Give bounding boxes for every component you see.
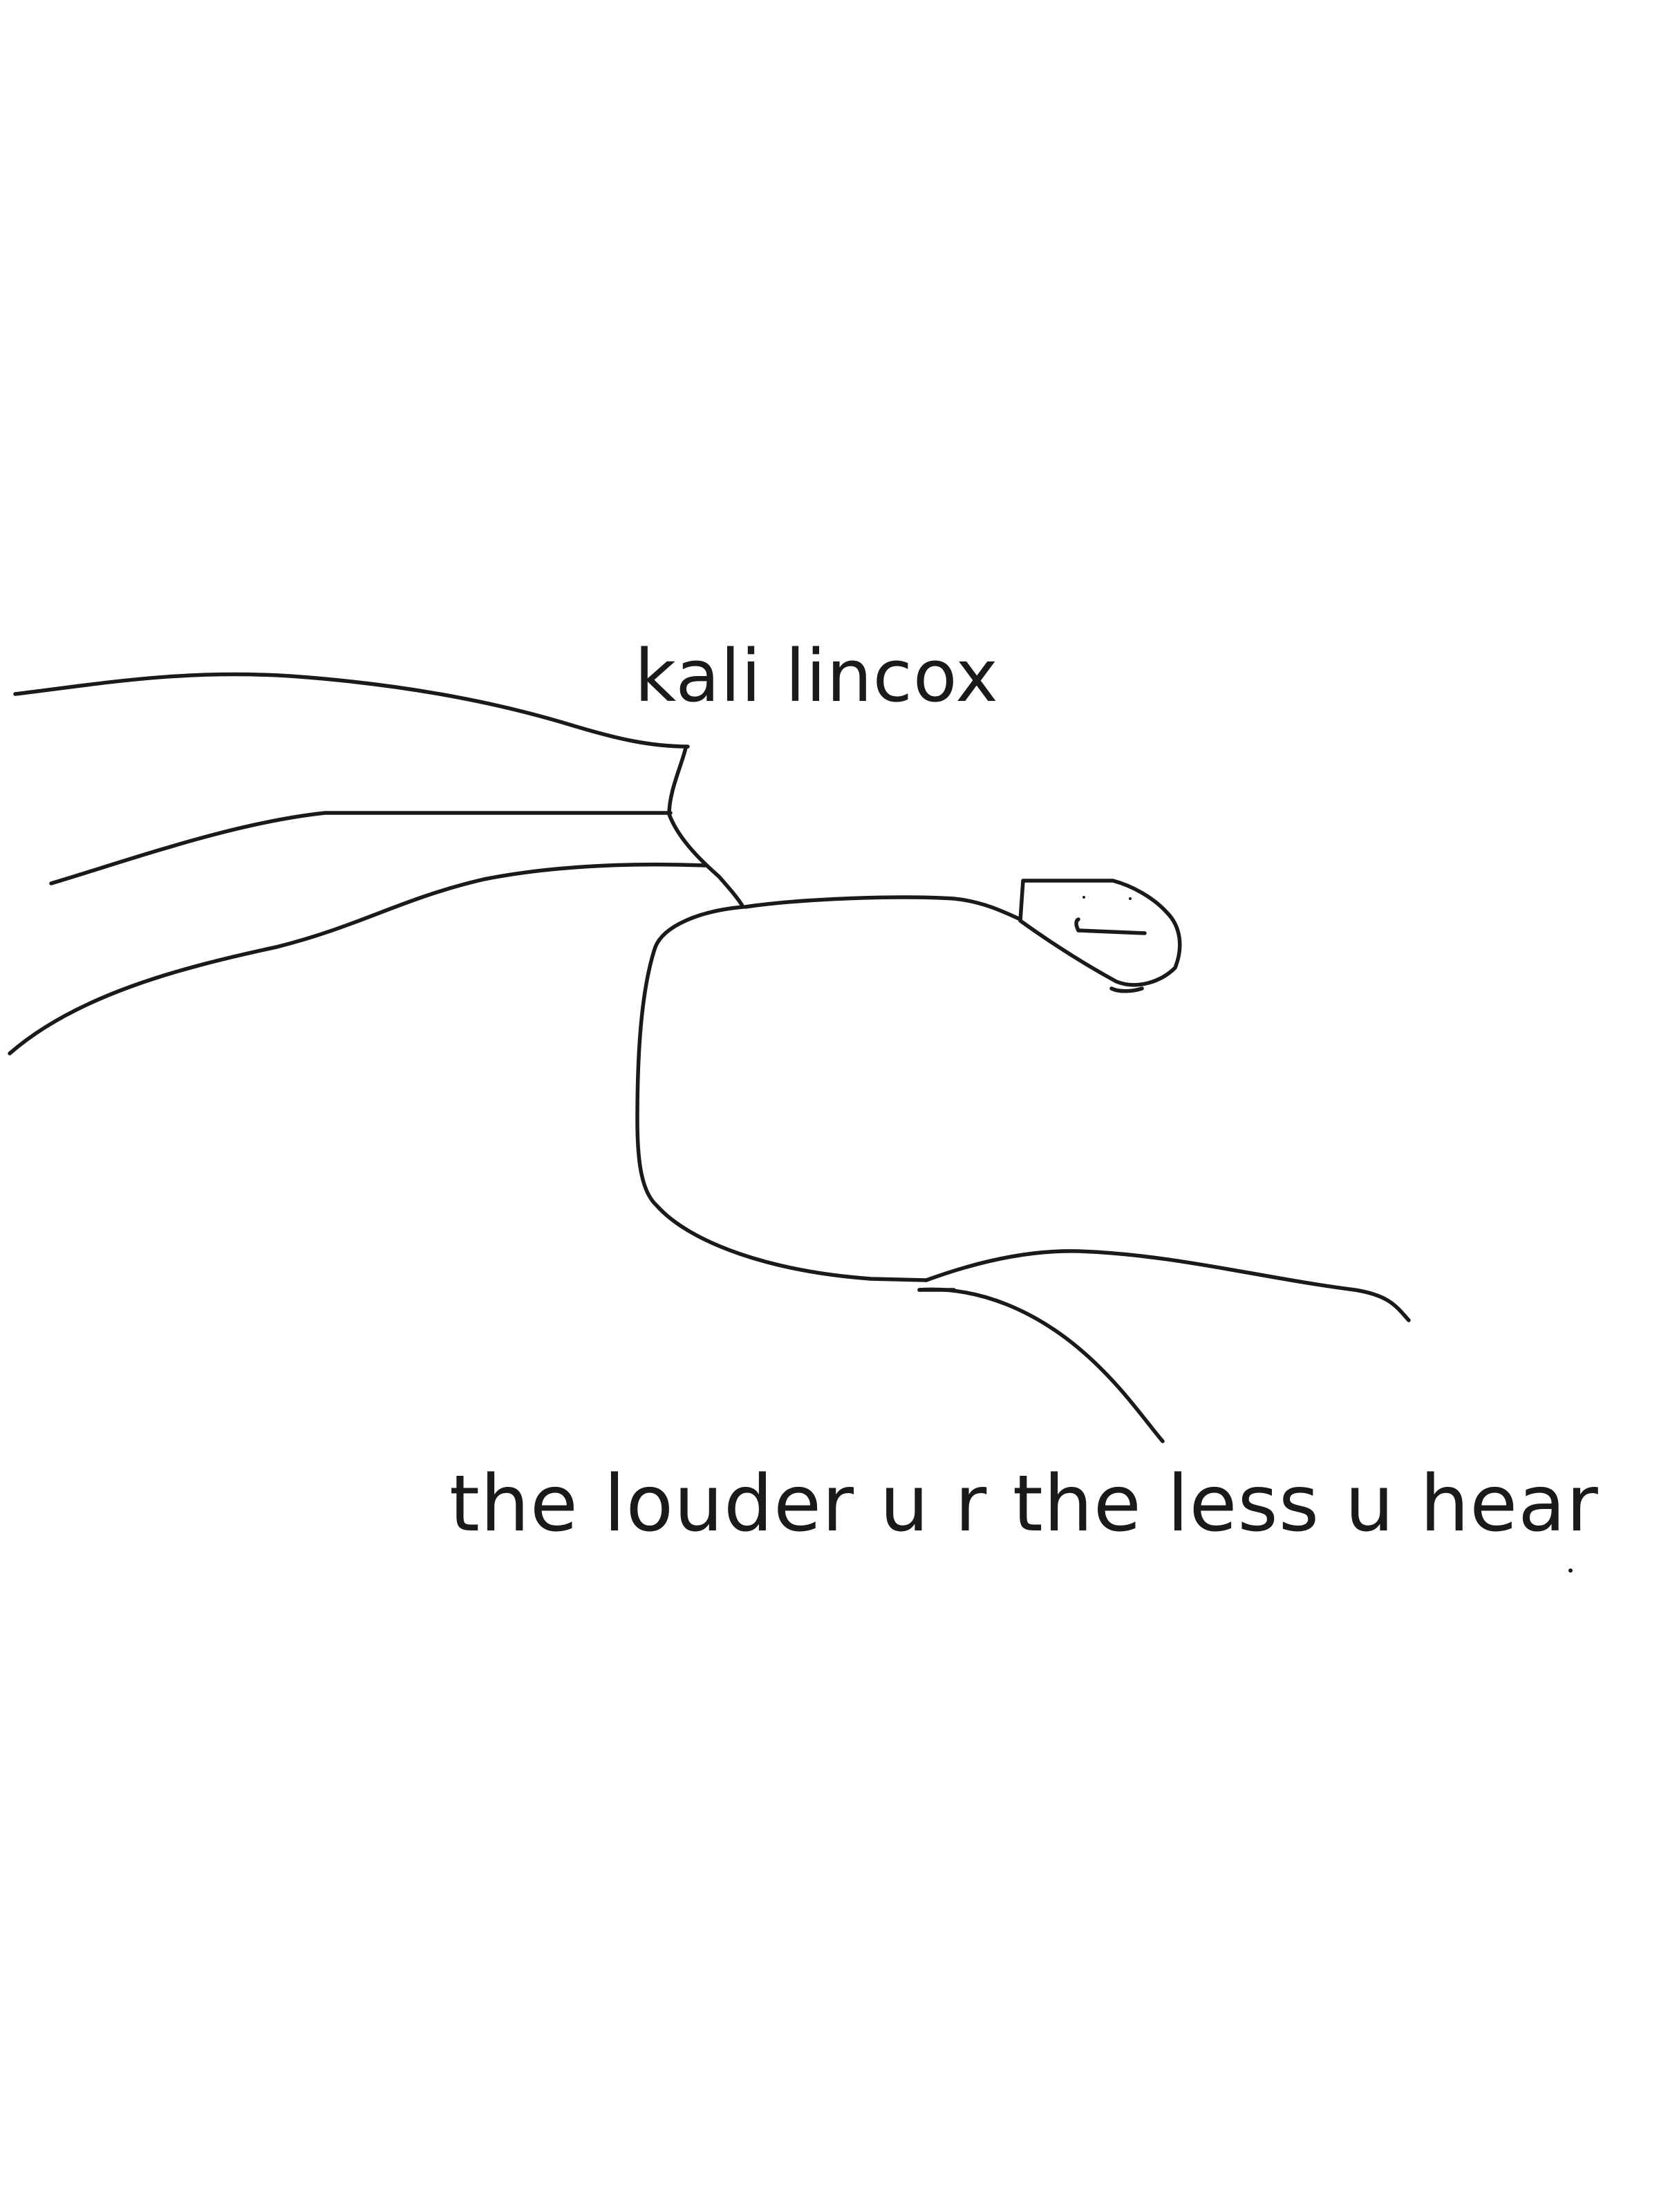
hair-strand-top — [13, 672, 690, 749]
head-drawing — [1018, 879, 1182, 993]
hair-strand-middle — [49, 811, 673, 885]
title-label: kali lincox — [635, 634, 999, 718]
head-chin-stroke — [1109, 986, 1144, 993]
head-outline — [1018, 879, 1182, 987]
leg-right — [924, 1249, 1411, 1322]
hair-strands — [8, 672, 707, 1056]
face-mouth-curl — [1074, 917, 1080, 932]
hair-strand-bottom — [8, 862, 707, 1056]
face-eye-left — [1082, 896, 1085, 899]
arm-line — [743, 895, 1022, 921]
body-outline — [635, 905, 928, 1282]
caption-text: the louder u r the less u hear — [449, 1459, 1599, 1549]
leg-lines — [917, 1249, 1411, 1443]
face-mouth — [1076, 928, 1147, 935]
leg-left — [917, 1287, 1165, 1443]
stray-dot — [1568, 1568, 1573, 1573]
face-eye-right — [1129, 897, 1132, 900]
neck-line — [667, 746, 745, 909]
